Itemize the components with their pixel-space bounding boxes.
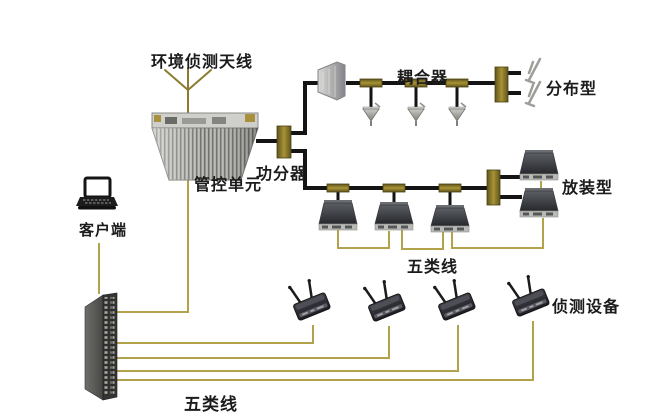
detection-router-1	[288, 279, 331, 321]
label-coupler: 耦合器	[397, 68, 449, 87]
label-client: 客户端	[79, 221, 128, 239]
ceiling-antenna-2	[407, 102, 426, 126]
label-detection-device: 侦测设备	[552, 297, 621, 316]
label-cat5-bottom: 五类线	[184, 395, 238, 415]
whip-antenna-1	[524, 57, 542, 85]
splitter-top-right	[494, 66, 509, 103]
coupler-mid-2	[382, 183, 406, 193]
cat5-chain-unit1-unit2	[337, 230, 390, 249]
whip-antenna-2	[524, 80, 542, 108]
distributed-antennas	[524, 57, 542, 108]
splitter-mid-right	[486, 169, 501, 206]
cat5-switch-to-router2	[117, 326, 390, 359]
client-laptop-icon	[76, 176, 118, 210]
cat5-switch-to-router4	[117, 321, 534, 381]
label-surface-mount-type: 放装型	[562, 178, 614, 197]
rf-drop-cables	[336, 87, 459, 208]
indoor-unit-2	[374, 202, 414, 231]
label-cat5-middle: 五类线	[407, 257, 459, 276]
indoor-unit-1	[318, 200, 358, 231]
rf-divider-to-mid-branch	[291, 149, 488, 190]
ceiling-antennas	[362, 102, 467, 126]
environment-antenna-icon	[164, 67, 212, 119]
top-couplers	[359, 78, 469, 88]
cat5-switch-to-router3	[117, 325, 459, 372]
detection-router-3	[433, 279, 476, 321]
cat5-switch-to-router1	[117, 325, 314, 344]
cat5-cables	[98, 180, 544, 381]
detection-routers	[288, 275, 550, 322]
control-unit-device	[151, 112, 259, 181]
surface-mount-unit-upper	[519, 150, 559, 181]
label-control-unit: 管控单元	[194, 175, 263, 194]
coupler-top-3	[445, 78, 469, 88]
indoor-unit-3	[430, 205, 470, 233]
cat5-chain-unit3-mounted	[451, 218, 544, 249]
coupler-mid-3	[438, 183, 462, 193]
label-power-divider: 功分器	[256, 164, 308, 183]
cat5-chain-unit2-unit3	[401, 230, 444, 250]
detection-router-4	[507, 275, 550, 317]
rf-divider-to-top-branch	[291, 81, 319, 135]
surface-mount-units	[519, 150, 559, 218]
surface-mount-unit-lower	[519, 188, 559, 218]
coupler-top-1	[359, 78, 383, 88]
switch-device	[84, 292, 118, 401]
ceiling-antenna-3	[448, 102, 467, 126]
power-divider-device	[276, 125, 292, 159]
coupler-top-2	[404, 78, 428, 88]
label-distributed-type: 分布型	[546, 79, 598, 98]
cat5-control-unit-to-switch	[117, 180, 189, 313]
detection-router-2	[363, 280, 406, 322]
ceiling-antenna-1	[362, 102, 381, 126]
mid-couplers	[326, 183, 462, 193]
coupler-mid-1	[326, 183, 350, 193]
panel-antenna-device	[317, 61, 346, 101]
indoor-units	[318, 200, 470, 233]
label-environment-antenna: 环境侦测天线	[151, 52, 254, 71]
